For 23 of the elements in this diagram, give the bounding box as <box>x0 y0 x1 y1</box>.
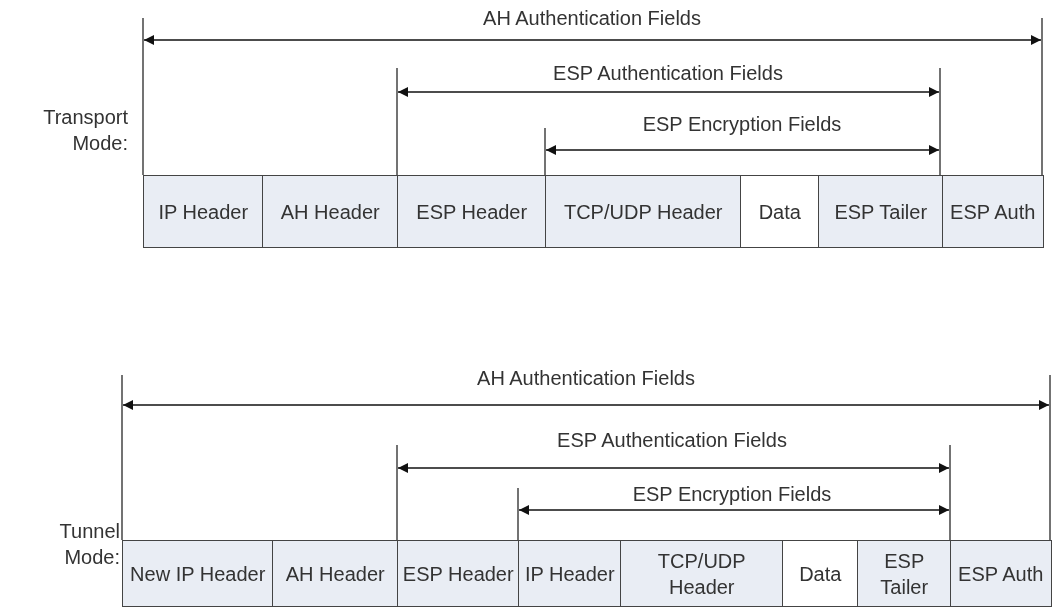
packet-field: ESP Header <box>397 175 547 248</box>
mode-label: Tunnel Mode: <box>58 519 120 570</box>
packet-field: ESP Auth <box>942 175 1044 248</box>
dimension-label: ESP Encryption Fields <box>632 482 832 506</box>
dimension-label: ESP Encryption Fields <box>642 112 842 136</box>
dimension-label: AH Authentication Fields <box>483 6 701 30</box>
dimension-label: ESP Authentication Fields <box>553 61 783 85</box>
packet-field: Data <box>740 175 820 248</box>
mode-label: Transport Mode: <box>42 105 128 156</box>
packet-field: Data <box>782 540 859 607</box>
packet-field: TCP/UDP Header <box>545 175 742 248</box>
packet-field: TCP/UDP Header <box>620 540 784 607</box>
dimension-label: AH Authentication Fields <box>477 366 695 390</box>
packet-field: AH Header <box>272 540 399 607</box>
packet-field: ESP Header <box>397 540 520 607</box>
packet-field: ESP Tailer <box>857 540 952 607</box>
packet-field: AH Header <box>262 175 399 248</box>
dimension-label: ESP Authentication Fields <box>557 428 787 452</box>
packet-field: ESP Tailer <box>818 175 944 248</box>
packet-field: IP Header <box>518 540 622 607</box>
packet-field: New IP Header <box>122 540 274 607</box>
packet-field: ESP Auth <box>950 540 1052 607</box>
packet-field: IP Header <box>143 175 264 248</box>
